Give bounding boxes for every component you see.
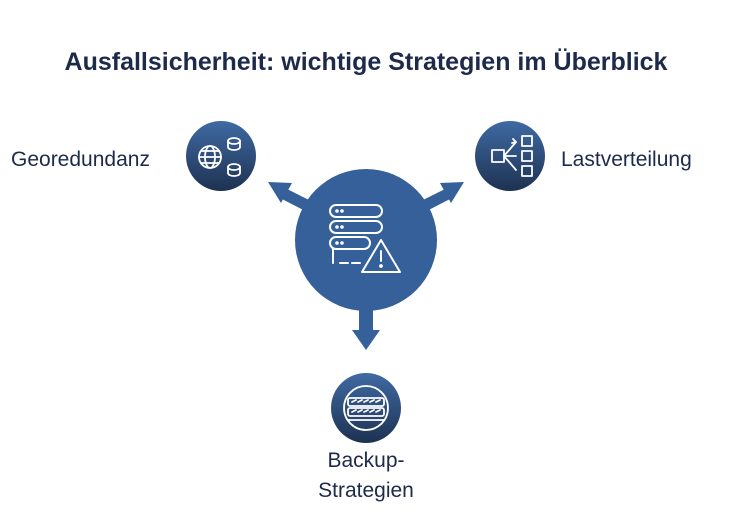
node-lastverteilung <box>475 121 545 191</box>
server-warning-icon <box>329 204 401 273</box>
label-backup-strategien: Backup-Strategien <box>266 446 466 506</box>
globe-database-icon <box>198 137 241 177</box>
center-node <box>295 169 437 311</box>
backup-disk-icon <box>343 385 389 431</box>
load-balancer-icon <box>491 135 533 177</box>
page-title: Ausfallsicherheit: wichtige Strategien i… <box>64 48 668 76</box>
label-lastverteilung: Lastverteilung <box>561 148 692 171</box>
label-backup-text: Backup-Strategien <box>318 449 414 502</box>
node-backup <box>331 373 401 443</box>
node-georedundanz <box>186 121 256 191</box>
label-georedundanz: Georedundanz <box>11 148 150 171</box>
